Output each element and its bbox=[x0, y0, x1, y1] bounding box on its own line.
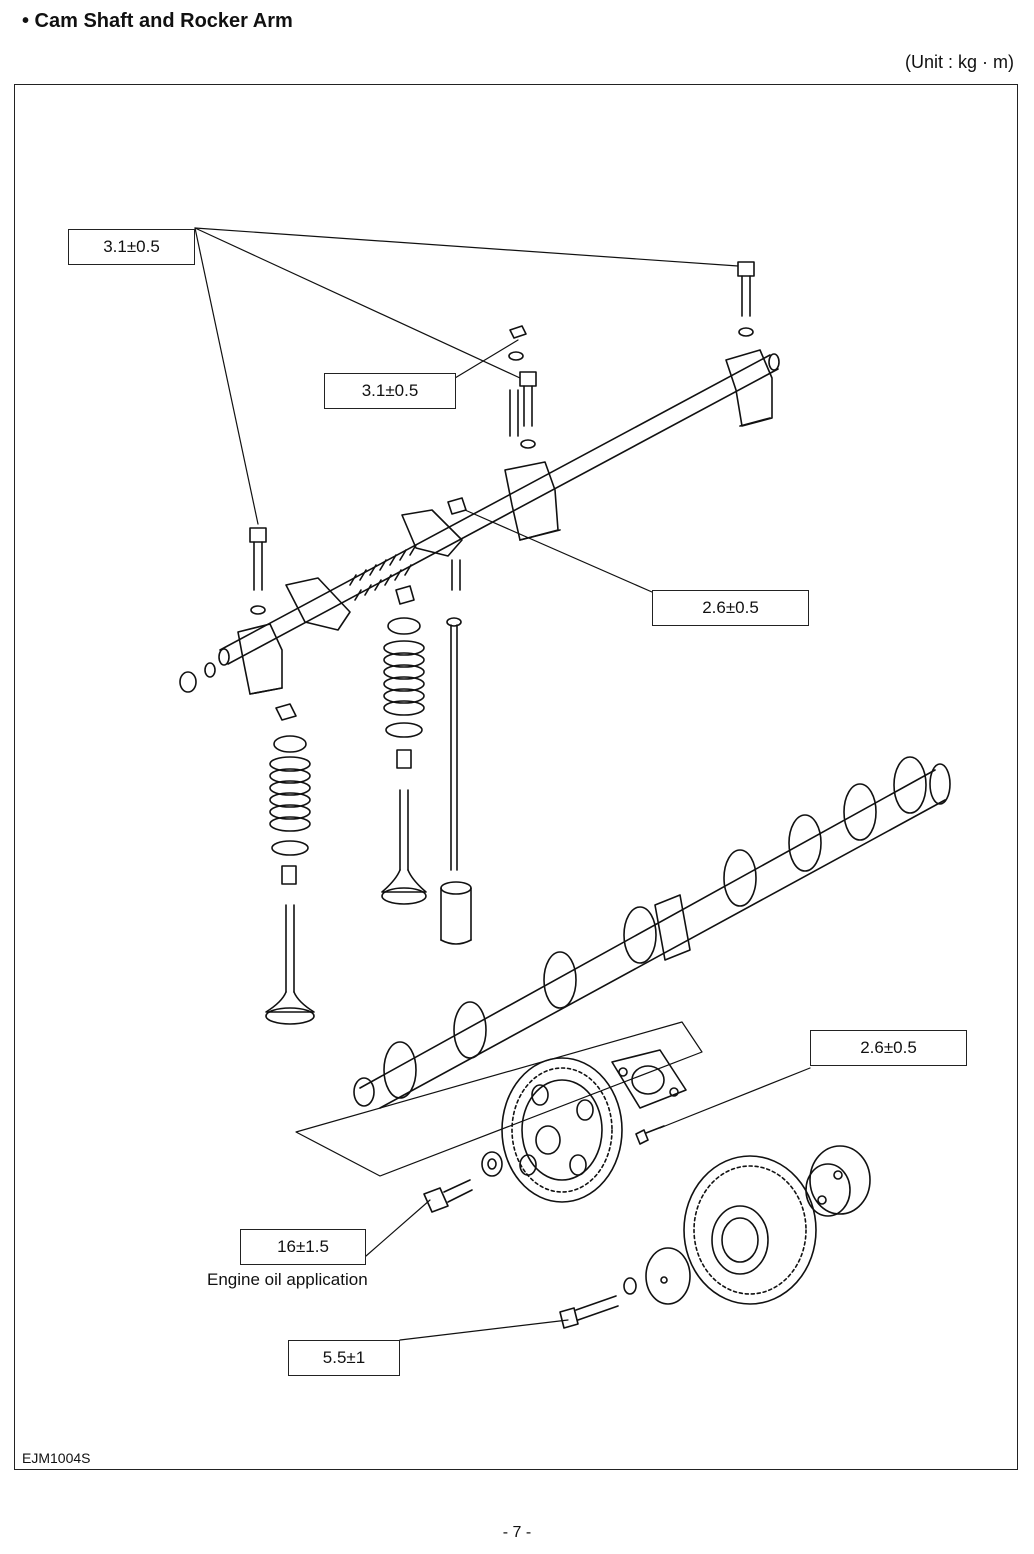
rocker-nut bbox=[447, 497, 467, 591]
unit-label: (Unit : kg · m) bbox=[904, 52, 1014, 72]
thrust-plate-bolt-torque-label: 2.6±0.5 bbox=[810, 1030, 967, 1066]
idler-gear-ring bbox=[623, 1277, 637, 1295]
rocker-arm-right bbox=[401, 509, 463, 557]
figure-code: EJM1004S bbox=[22, 1450, 91, 1466]
idler-gear-shaft bbox=[805, 1145, 871, 1217]
rocker-bolt-middle bbox=[508, 325, 537, 449]
rocker-bolt-right bbox=[737, 261, 755, 337]
valve-assembly-right bbox=[381, 585, 427, 905]
valve-assembly-left bbox=[265, 703, 315, 1025]
rocker-bracket-middle bbox=[504, 461, 561, 541]
idler-gear-bolt-torque-label: 5.5±1 bbox=[288, 1340, 400, 1376]
rocker-shaft-spring bbox=[349, 544, 417, 601]
camshaft-gear-bolt-torque-label: 16±1.5 bbox=[240, 1229, 366, 1265]
rocker-bolt-middle-torque-label: 3.1±0.5 bbox=[324, 373, 456, 409]
leader-lines bbox=[194, 227, 811, 1341]
push-rod bbox=[446, 617, 462, 871]
camshaft-gear bbox=[501, 1057, 623, 1203]
rocker-arm-left bbox=[285, 577, 351, 631]
camshaft-assembly-outline bbox=[295, 1021, 703, 1177]
rocker-bolt-left-torque-label: 3.1±0.5 bbox=[68, 229, 195, 265]
idler-gear bbox=[683, 1155, 817, 1305]
page-title: • Cam Shaft and Rocker Arm bbox=[22, 10, 293, 32]
rocker-shaft bbox=[218, 353, 780, 666]
idler-gear-thrust-plate bbox=[645, 1247, 691, 1305]
rocker-bolt-left bbox=[249, 527, 267, 615]
shaft-end-rings bbox=[179, 662, 216, 693]
thrust-plate bbox=[611, 1049, 687, 1109]
idler-gear-bolt bbox=[559, 1295, 619, 1329]
rocker-nut-torque-label: 2.6±0.5 bbox=[652, 590, 809, 626]
tappet bbox=[440, 881, 472, 945]
thrust-plate-bolt bbox=[635, 1125, 665, 1145]
engine-oil-note: Engine oil application bbox=[207, 1270, 368, 1289]
camshaft-gear-washer bbox=[481, 1151, 503, 1177]
page-number: - 7 - bbox=[502, 1524, 532, 1541]
camshaft-gear-bolt bbox=[423, 1179, 473, 1213]
diagram-frame bbox=[14, 84, 1018, 1470]
rocker-bracket-right bbox=[725, 349, 773, 427]
rocker-bracket-left bbox=[237, 623, 283, 695]
camshaft bbox=[353, 756, 951, 1109]
